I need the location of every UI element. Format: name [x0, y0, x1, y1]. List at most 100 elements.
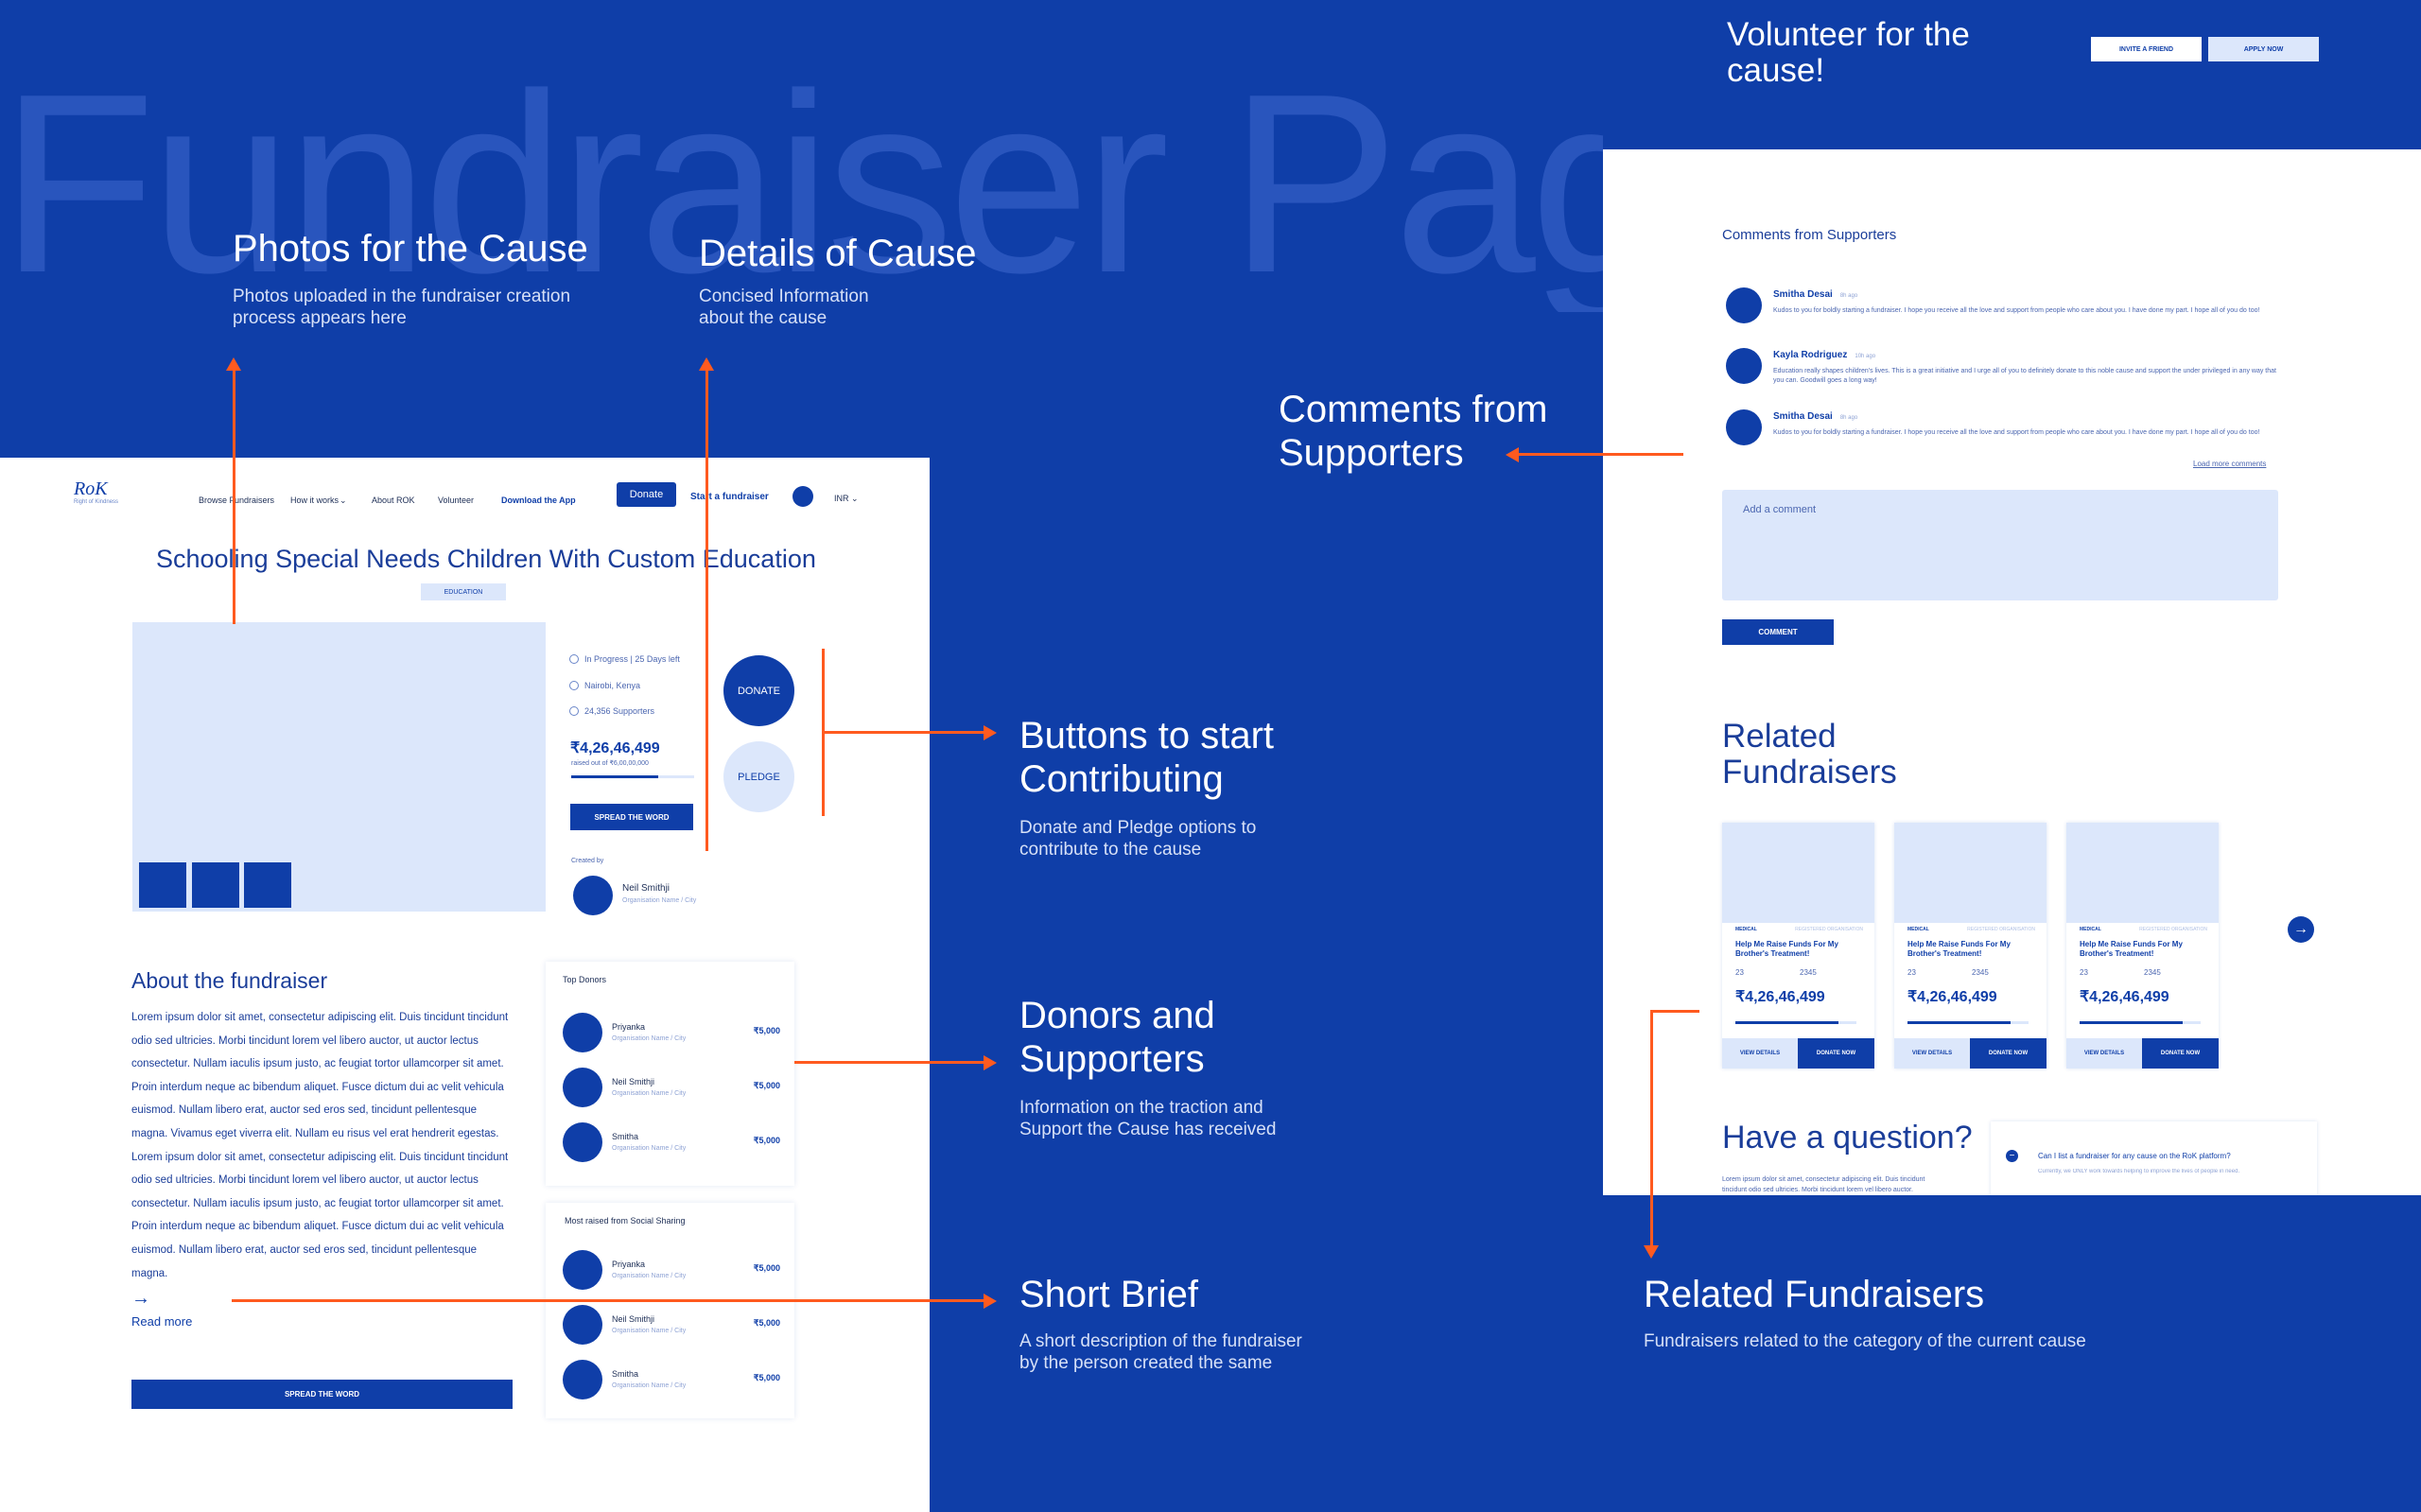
related-card-progress — [1735, 1021, 1856, 1024]
nav-about-rok[interactable]: About ROK — [372, 495, 415, 505]
nav-volunteer[interactable]: Volunteer — [438, 495, 475, 505]
view-details-button[interactable]: VIEW DETAILS — [2066, 1038, 2142, 1069]
location-row: Nairobi, Kenya — [569, 681, 640, 690]
nav-download-app[interactable]: Download the App — [501, 495, 576, 505]
nav-how-it-works[interactable]: How it works — [290, 495, 340, 505]
donate-now-button[interactable]: DONATE NOW — [1970, 1038, 2047, 1069]
arrow-right-icon — [984, 1055, 997, 1070]
related-card-image — [2066, 823, 2219, 923]
supporters-text: 24,356 Supporters — [584, 706, 655, 716]
avatar[interactable] — [792, 486, 813, 507]
start-fundraiser-link[interactable]: Start a fundraiser — [690, 492, 769, 502]
location-pin-icon — [569, 681, 579, 690]
nav-donate-button[interactable]: Donate — [617, 482, 676, 507]
top-donors-card: Top Donors Priyanka Organisation Name / … — [546, 962, 794, 1186]
donate-button[interactable]: DONATE — [723, 655, 794, 726]
photo-thumbnail[interactable] — [244, 862, 291, 908]
related-card-title: Help Me Raise Funds For My Brother's Tre… — [1735, 940, 1838, 958]
comment-author: Smitha Desai 8h ago — [1773, 289, 1857, 300]
donor-org: Organisation Name / City — [612, 1328, 687, 1334]
list-item: Priyanka Organisation Name / City ₹5,000 — [563, 1250, 780, 1292]
user-icon — [569, 706, 579, 716]
comment-author-name: Smitha Desai — [1773, 411, 1833, 422]
faq-item[interactable]: − Can I list a fundraiser for any cause … — [1991, 1121, 2317, 1195]
view-details-button[interactable]: VIEW DETAILS — [1894, 1038, 1970, 1069]
avatar — [573, 876, 613, 915]
apply-now-button[interactable]: APPLY NOW — [2208, 37, 2319, 61]
annotation-details-desc: Concised Information about the cause — [699, 287, 869, 328]
read-more-link[interactable]: Read more — [131, 1314, 193, 1329]
list-item: Neil Smithji Organisation Name / City ₹5… — [563, 1305, 780, 1347]
comment-author-name: Smitha Desai — [1773, 289, 1833, 300]
list-item: Smitha Organisation Name / City ₹5,000 — [563, 1360, 780, 1401]
related-card-amount: ₹4,26,46,499 — [1735, 989, 1825, 1005]
related-card-subcategory: REGISTERED ORGANISATION — [1967, 927, 2035, 932]
connector-line — [705, 364, 708, 851]
view-details-button[interactable]: VIEW DETAILS — [1722, 1038, 1798, 1069]
spread-word-button-small[interactable]: SPREAD THE WORD — [570, 804, 693, 830]
arrow-right-icon[interactable]: → — [131, 1288, 150, 1309]
related-card[interactable]: MEDICAL REGISTERED ORGANISATION Help Me … — [1894, 823, 2047, 1069]
related-card-category: MEDICAL — [2080, 927, 2101, 932]
avatar — [1726, 348, 1762, 384]
donor-org: Organisation Name / City — [612, 1382, 687, 1389]
raised-amount-sub: raised out of ₹6,00,00,000 — [571, 760, 649, 767]
comment-input[interactable]: Add a comment — [1722, 490, 2278, 600]
donor-amount: ₹5,000 — [753, 1263, 780, 1273]
list-item: Neil Smithji Organisation Name / City ₹5… — [563, 1068, 780, 1109]
annotation-related-desc: Fundraisers related to the category of t… — [1644, 1331, 2086, 1351]
load-more-comments-link[interactable]: Load more comments — [2193, 460, 2267, 468]
comment-time: 8h ago — [1839, 415, 1858, 421]
invite-friend-button[interactable]: INVITE A FRIEND — [2091, 37, 2202, 61]
nav-browse-fundraisers[interactable]: Browse Fundraisers — [199, 495, 275, 505]
related-card-days: 23 — [2080, 968, 2088, 977]
related-card-progress — [2080, 1021, 2201, 1024]
related-card[interactable]: MEDICAL REGISTERED ORGANISATION Help Me … — [2066, 823, 2219, 1069]
photo-thumbnail[interactable] — [192, 862, 239, 908]
annotation-comments-title: Comments from Supporters — [1279, 389, 1548, 474]
minus-icon[interactable]: − — [2006, 1150, 2018, 1162]
currency-label: INR — [834, 494, 849, 503]
annotation-donors-title: Donors and Supporters — [1019, 995, 1215, 1080]
fundraiser-page-mockup: RoK Right of Kindness Browse Fundraisers… — [0, 458, 930, 1512]
comment-text: Kudos to you for boldly starting a fundr… — [1773, 307, 2260, 314]
arrow-up-icon — [226, 357, 241, 371]
question-body: Lorem ipsum dolor sit amet, consectetur … — [1722, 1176, 1925, 1193]
currency-selector[interactable]: INR ⌄ — [834, 494, 859, 503]
supporters-row: 24,356 Supporters — [569, 706, 654, 716]
connector-line — [1650, 1010, 1699, 1013]
related-card-progress-fill — [2080, 1021, 2183, 1024]
related-card-subcategory: REGISTERED ORGANISATION — [2139, 927, 2207, 932]
logo[interactable]: RoK — [74, 478, 108, 499]
comment-time: 10h ago — [1855, 354, 1876, 359]
arrow-right-icon[interactable]: → — [2288, 916, 2314, 943]
connector-line — [1518, 453, 1683, 456]
donate-now-button[interactable]: DONATE NOW — [1798, 1038, 1874, 1069]
comment-submit-button[interactable]: COMMENT — [1722, 619, 1834, 645]
list-item: Smitha Organisation Name / City ₹5,000 — [563, 1122, 780, 1164]
annotation-buttons-title: Buttons to start Contributing — [1019, 715, 1275, 800]
top-donors-title: Top Donors — [563, 975, 607, 984]
related-card-days: 23 — [1735, 968, 1744, 977]
donate-now-button[interactable]: DONATE NOW — [2142, 1038, 2219, 1069]
question-heading: Have a question? — [1722, 1120, 1973, 1156]
chevron-down-icon[interactable]: ⌄ — [340, 495, 347, 505]
related-card[interactable]: MEDICAL REGISTERED ORGANISATION Help Me … — [1722, 823, 1874, 1069]
spread-word-button-large[interactable]: SPREAD THE WORD — [131, 1380, 513, 1409]
raised-amount: ₹4,26,46,499 — [570, 740, 660, 756]
comment-time: 8h ago — [1839, 293, 1858, 299]
arrow-right-icon — [984, 725, 997, 740]
about-body: Lorem ipsum dolor sit amet, consectetur … — [131, 1012, 509, 1279]
related-card-supporters: 2345 — [1972, 968, 1989, 977]
avatar — [563, 1305, 602, 1345]
photo-thumbnail[interactable] — [139, 862, 186, 908]
related-card-progress-fill — [1735, 1021, 1838, 1024]
avatar — [563, 1250, 602, 1290]
pledge-button[interactable]: PLEDGE — [723, 741, 794, 812]
donor-name: Neil Smithji — [612, 1314, 655, 1324]
related-card-subcategory: REGISTERED ORGANISATION — [1795, 927, 1863, 932]
donor-org: Organisation Name / City — [612, 1145, 687, 1152]
donor-amount: ₹5,000 — [753, 1081, 780, 1090]
arrow-left-icon — [1506, 447, 1519, 462]
location-text: Nairobi, Kenya — [584, 681, 641, 690]
